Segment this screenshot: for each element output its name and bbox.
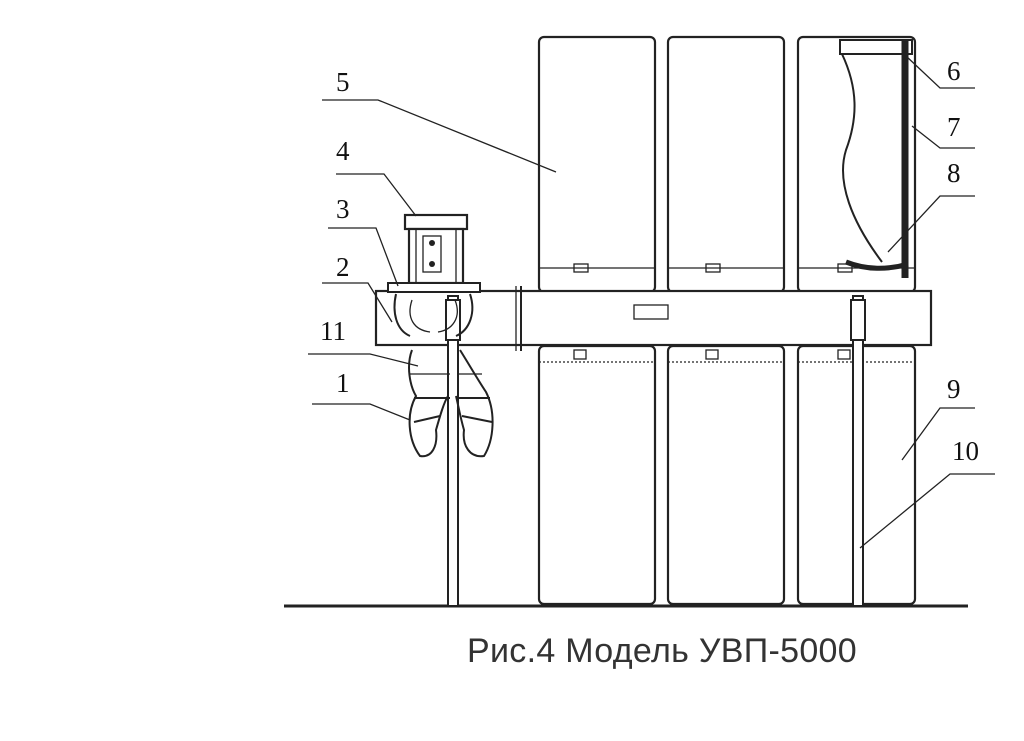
callout-3: 3: [336, 194, 350, 224]
manifold: [374, 286, 933, 351]
lower-collection-bins: [537, 344, 917, 606]
callout-11: 11: [320, 316, 346, 346]
fan-motor-assembly: [387, 213, 481, 337]
callout-10: 10: [952, 436, 979, 466]
support-legs: [445, 295, 866, 607]
callout-5: 5: [336, 67, 350, 97]
leader-lines: [308, 55, 995, 549]
filter-bag-cutaway: [839, 39, 913, 278]
callout-4: 4: [336, 136, 350, 166]
callout-7: 7: [947, 112, 961, 142]
callout-labels: 1 2 3 4 5 6 7 8 9 10 11: [320, 56, 979, 466]
callout-2: 2: [336, 252, 350, 282]
callout-9: 9: [947, 374, 961, 404]
callout-8: 8: [947, 158, 961, 188]
collection-sacks: [408, 349, 494, 458]
callout-1: 1: [336, 368, 350, 398]
figure-caption: Рис.4 Модель УВП-5000: [467, 632, 857, 670]
callout-6: 6: [947, 56, 961, 86]
upper-filter-cartridges: [537, 35, 917, 294]
